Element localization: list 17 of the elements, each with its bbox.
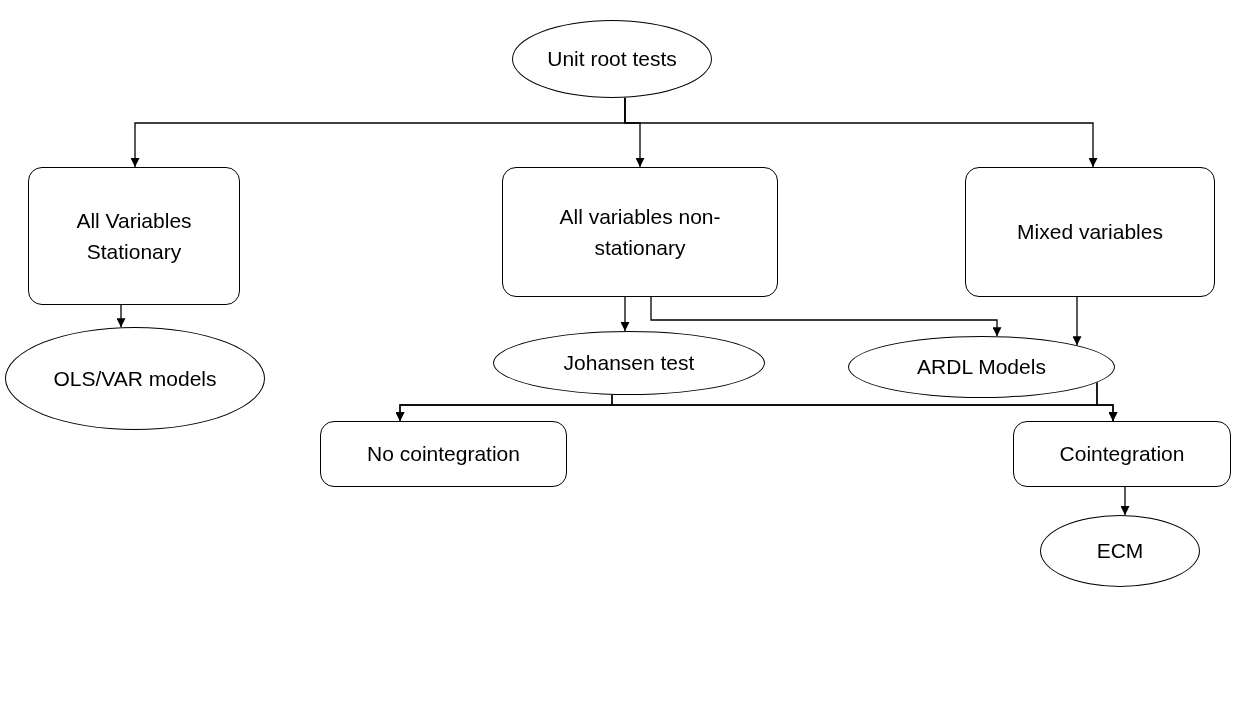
process-box: Mixed variables bbox=[965, 167, 1215, 297]
ellipse-node: ARDL Models bbox=[848, 336, 1115, 398]
arrow bbox=[1120, 486, 1130, 516]
process-box: No cointegration bbox=[320, 421, 567, 487]
arrow bbox=[116, 304, 126, 328]
process-box: All Variables Stationary bbox=[28, 167, 240, 305]
arrow bbox=[650, 296, 1002, 337]
arrow bbox=[620, 296, 630, 332]
arrow bbox=[1096, 381, 1118, 422]
process-box: All variables non-stationary bbox=[502, 167, 778, 297]
ellipse-node: Unit root tests bbox=[512, 20, 712, 98]
arrow bbox=[1072, 296, 1082, 346]
ellipse-node: Johansen test bbox=[493, 331, 765, 395]
arrow bbox=[624, 97, 1098, 168]
process-box: Cointegration bbox=[1013, 421, 1231, 487]
ellipse-node: OLS/VAR models bbox=[5, 327, 265, 430]
ellipse-node: ECM bbox=[1040, 515, 1200, 587]
